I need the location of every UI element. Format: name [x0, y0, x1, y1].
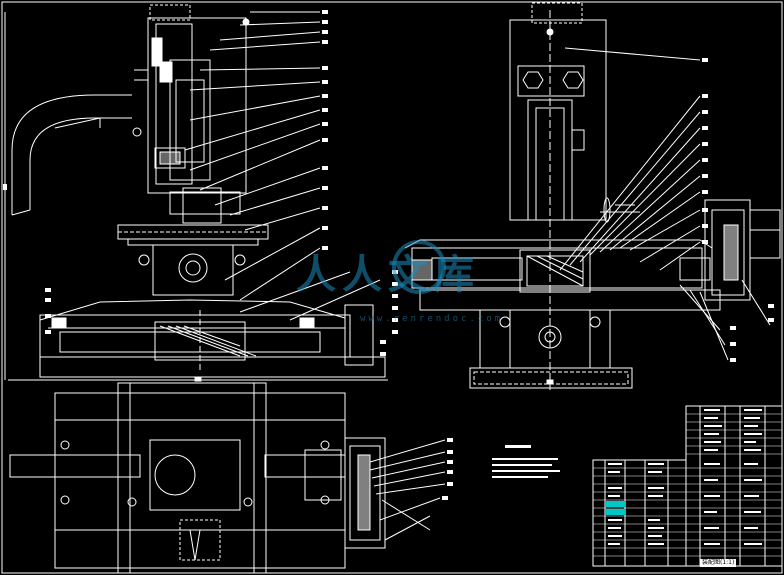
technical-notes — [492, 445, 560, 478]
left-elevation-view — [4, 4, 388, 382]
left-view-leaders — [184, 11, 381, 321]
plan-view-balloons — [442, 438, 453, 500]
title-block-caption: 装配图(1:1) — [700, 559, 737, 567]
parts-list-text — [608, 409, 762, 545]
right-elevation-view — [404, 2, 781, 390]
plan-view-leaders — [369, 439, 446, 541]
right-view-leaders — [559, 47, 771, 361]
right-view-balloons — [702, 58, 774, 362]
left-view-balloons — [3, 10, 398, 356]
parts-list-highlights — [605, 501, 625, 515]
plan-view — [9, 382, 386, 574]
parts-list-rows — [593, 413, 782, 557]
